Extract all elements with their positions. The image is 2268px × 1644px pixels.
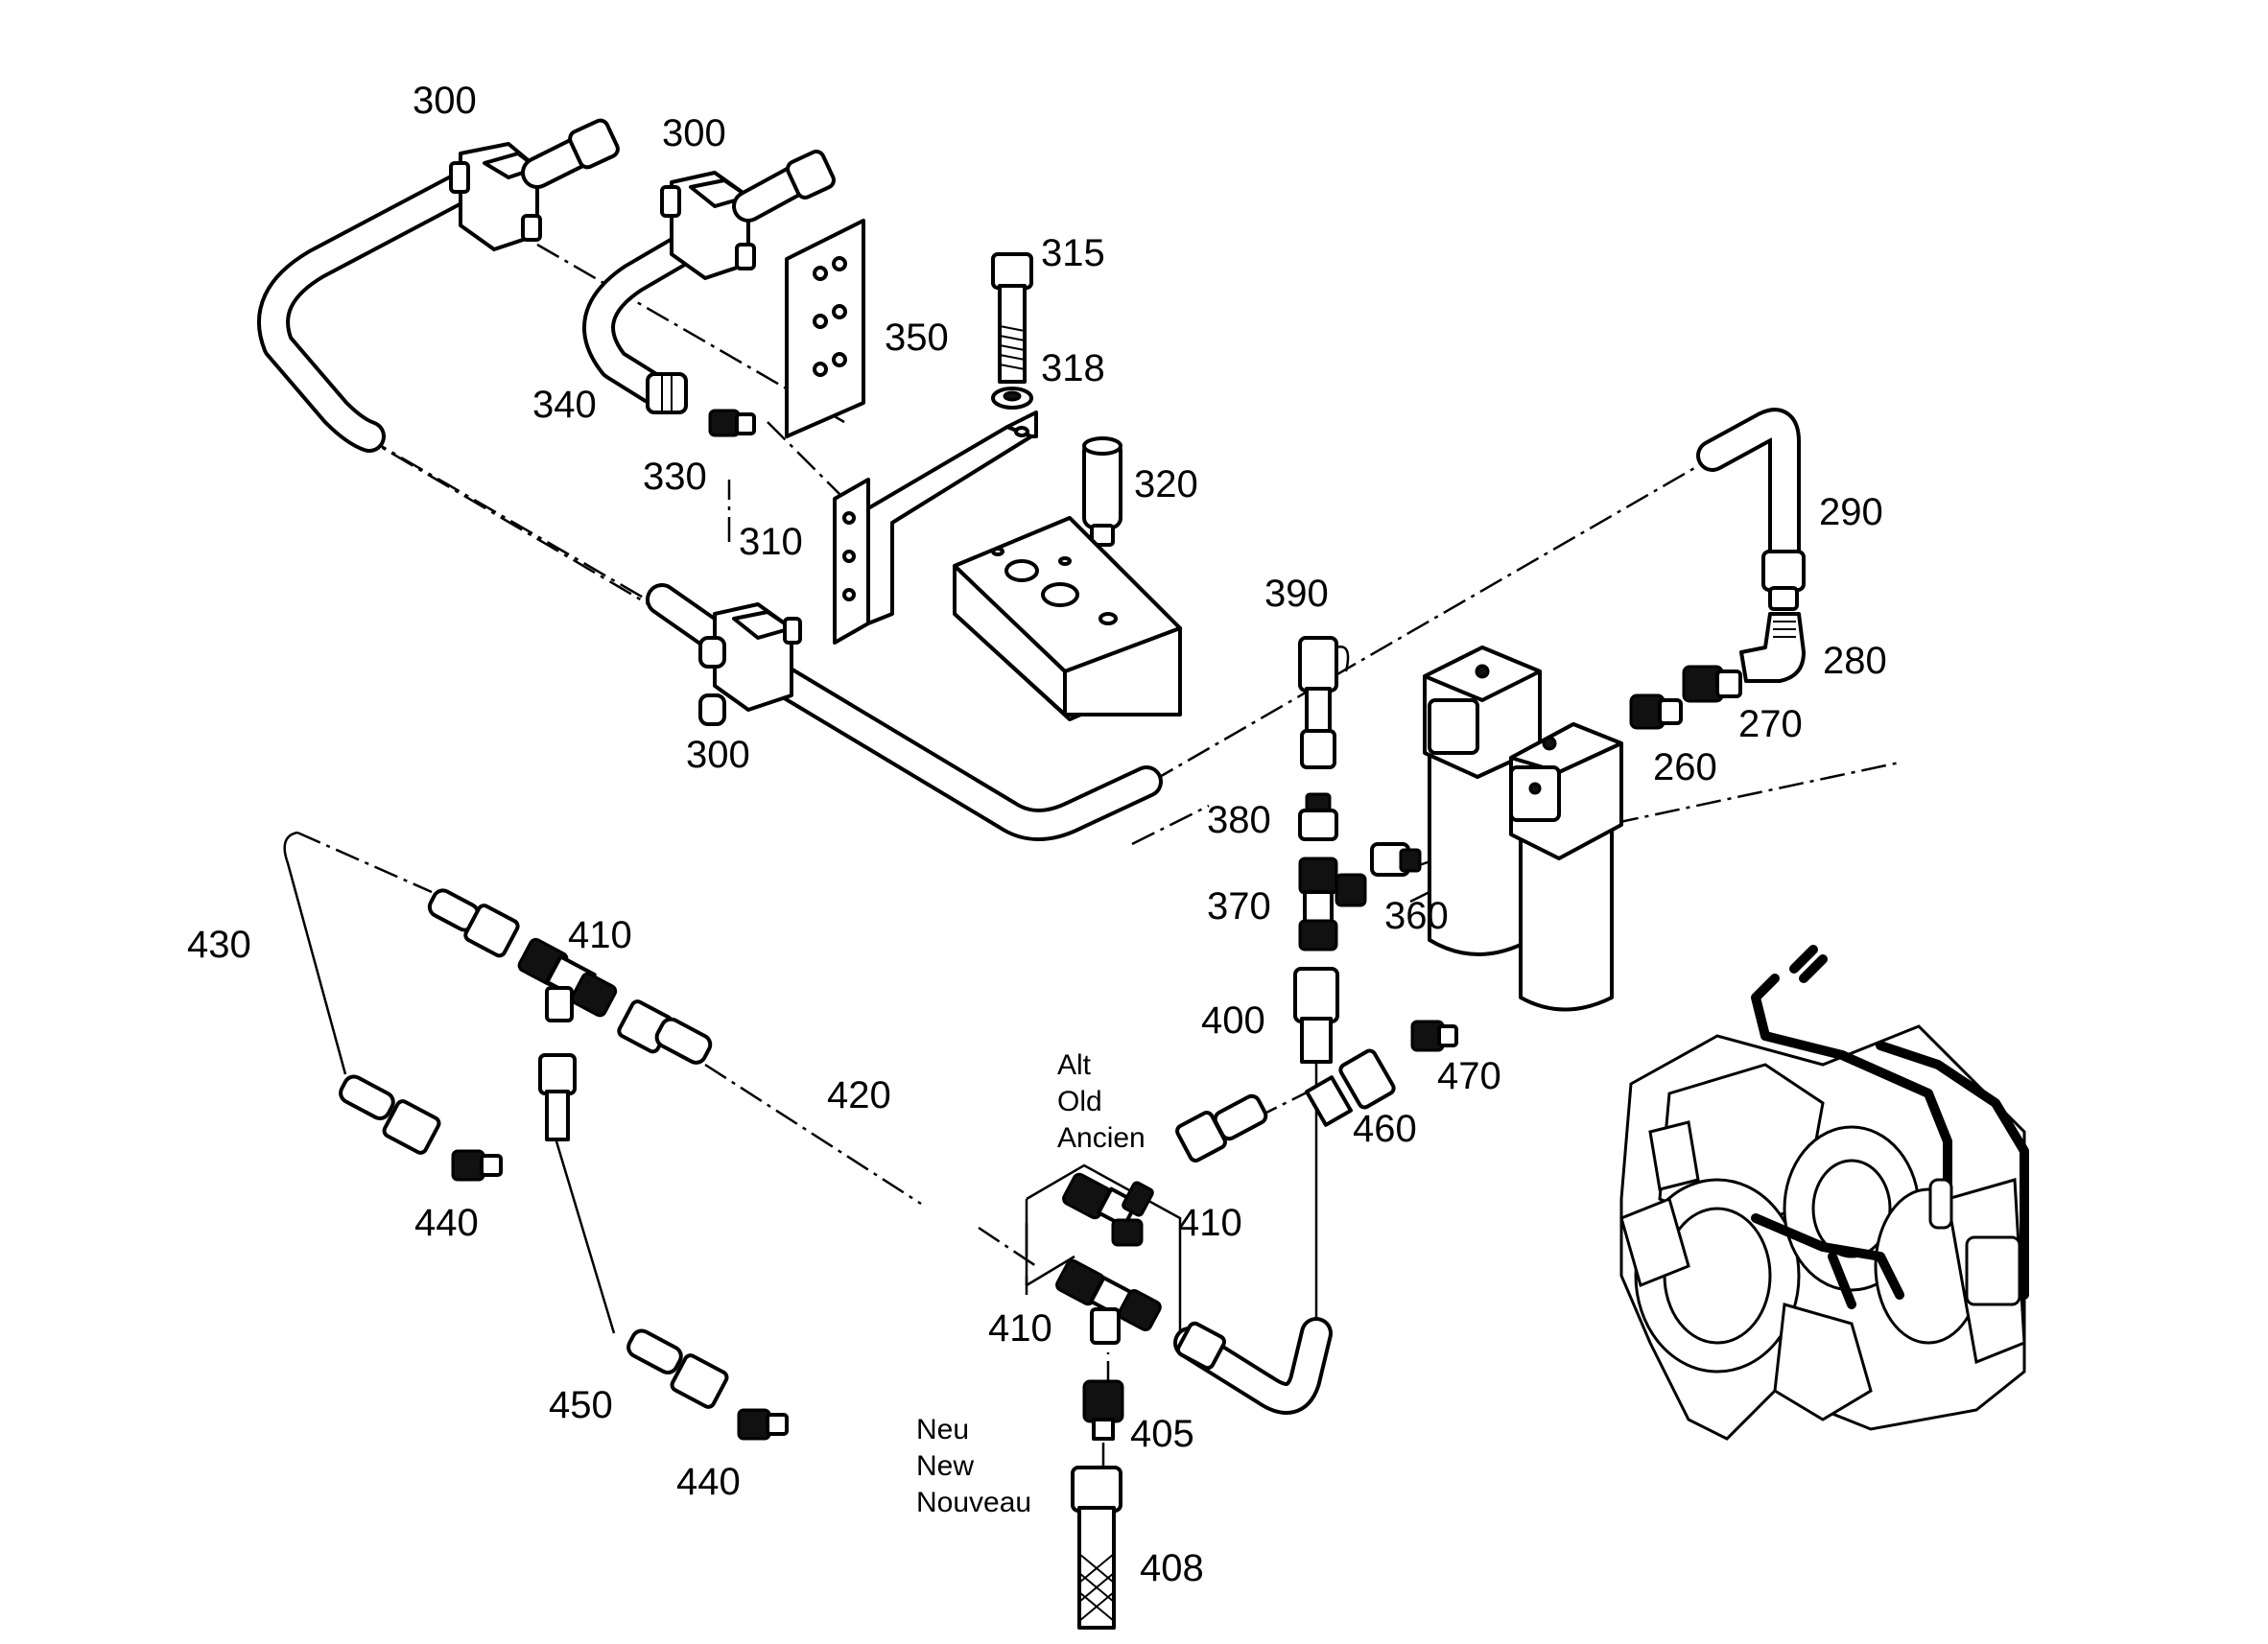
plate-350 [785,219,865,438]
callout-440-lower: 440 [676,1461,741,1503]
fitting-330 [708,409,756,437]
bolt-315 [991,252,1033,384]
callout-380: 380 [1207,799,1271,841]
tee-410-top [517,937,618,1022]
variant-note-old: Alt Old Ancien [1057,1049,1146,1154]
callout-290: 290 [1819,491,1883,533]
fitting-440-lower [737,1408,789,1441]
hose-408 [1071,1466,1122,1630]
callout-318: 318 [1041,347,1105,389]
note-new-de: Neu [916,1414,969,1445]
hose-460 [1305,1048,1396,1127]
adapter-405 [1082,1379,1124,1441]
callout-260: 260 [1653,746,1717,788]
callout-300-bottom: 300 [686,734,750,776]
note-old-en: Old [1057,1086,1102,1117]
callout-370: 370 [1207,885,1271,928]
washer-318 [991,387,1033,410]
callout-408: 408 [1140,1547,1204,1589]
fitting-440-upper [451,1149,503,1182]
callout-460: 460 [1353,1108,1417,1150]
tee-410-old [1062,1172,1154,1247]
callout-410-new: 410 [988,1307,1052,1350]
hose-430 [339,1074,441,1155]
callout-320: 320 [1134,463,1198,505]
clamp-block-300-bottom [698,602,802,726]
adapter-400 [1293,967,1339,1064]
callout-340: 340 [532,384,597,426]
callout-300-top-left: 300 [413,80,477,122]
callout-450: 450 [549,1384,613,1426]
pin-320 [1082,436,1122,547]
callout-420: 420 [827,1074,891,1116]
pipe-300-right [582,228,707,405]
pipe-420-lower [1173,1093,1333,1415]
callout-400: 400 [1201,999,1265,1042]
pipe-420-upper [427,888,713,1065]
callout-410-top: 410 [568,914,632,956]
callout-310: 310 [739,521,803,563]
callout-430: 430 [187,924,251,966]
fitting-270 [1682,665,1742,703]
fitting-260 [1629,693,1683,730]
callout-350: 350 [885,317,949,359]
filter-housing-rear [1423,646,1542,956]
callout-280: 280 [1823,640,1887,682]
plug-470 [1410,1020,1458,1052]
tee-370 [1298,857,1367,951]
callout-360: 360 [1384,895,1449,937]
note-old-de: Alt [1057,1049,1092,1081]
callout-405: 405 [1130,1413,1194,1455]
callout-270: 270 [1738,703,1803,745]
hose-450 [538,1053,729,1409]
callout-labels: 300 300 300 315 318 350 340 330 320 310 … [187,80,1887,1589]
pipe-290 [1696,408,1806,611]
callout-440-upper: 440 [414,1202,479,1244]
callout-315: 315 [1041,232,1105,274]
nut-380 [1298,792,1338,841]
tee-410-new [1055,1258,1162,1345]
note-old-fr: Ancien [1057,1122,1146,1154]
nut-340 [646,372,688,414]
bracket-310 [833,411,1038,645]
callout-470: 470 [1437,1055,1501,1097]
clamp-block-300-top-right [660,150,836,280]
valve-block [953,516,1182,721]
note-new-fr: Nouveau [916,1487,1031,1518]
fitting-360 [1370,842,1422,877]
pipe-300-left [257,161,1163,841]
gearbox-assembly-overview-icon [1619,945,2029,1441]
filter-housing-front [1509,722,1623,1012]
elbow-280 [1739,612,1806,683]
callout-300-top-right: 300 [662,112,726,154]
variant-note-new: Neu New Nouveau [916,1414,1031,1518]
clamp-block-300-top-left [449,118,620,251]
callout-390: 390 [1264,573,1329,615]
callout-410-old: 410 [1178,1202,1242,1244]
callout-330: 330 [643,456,707,498]
note-new-en: New [916,1450,974,1482]
sender-390 [1298,636,1350,769]
